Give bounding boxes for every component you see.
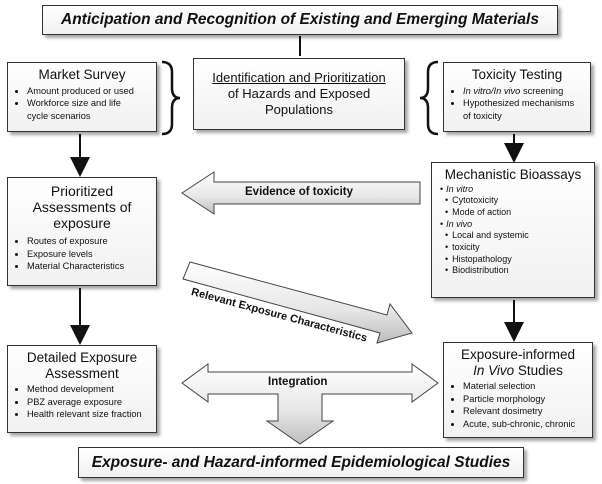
- mechanistic-list: In vitro: [438, 184, 588, 196]
- list-item: PBZ average exposure: [27, 396, 150, 409]
- list-item: Cytotoxicity: [452, 195, 588, 207]
- evidence-arrow: [181, 171, 421, 215]
- toxicity-testing-box: Toxicity Testing In vitro/In vivo screen…: [443, 62, 591, 132]
- relevant-exposure-arrow: [182, 261, 413, 344]
- integration-label: Integration: [268, 376, 328, 388]
- list-item: cycle scenarios: [27, 110, 91, 121]
- prioritized-title-line1: Prioritized: [50, 183, 114, 199]
- market-survey-list: Amount produced or used Workforce size a…: [14, 85, 150, 123]
- list-item: Local and systemic: [452, 230, 588, 242]
- market-survey-box: Market Survey Amount produced or used Wo…: [7, 62, 157, 132]
- bottom-title-box: Exposure- and Hazard-informed Epidemiolo…: [78, 447, 524, 478]
- studies-label: Studies: [514, 362, 563, 378]
- exposure-informed-title-line2: In Vivo Studies: [450, 363, 586, 379]
- exposure-informed-title-line1: Exposure-informed: [460, 347, 576, 362]
- prioritized-list: Routes of exposure Exposure levels Mater…: [14, 235, 150, 273]
- detailed-list: Method development PBZ average exposure …: [14, 383, 150, 421]
- list-item: Material Characteristics: [27, 260, 150, 273]
- in-vitro-in-vivo-label: In vitro/In vivo: [463, 85, 521, 96]
- right-brace: [419, 60, 439, 136]
- top-title: Anticipation and Recognition of Existing…: [61, 11, 539, 28]
- list-item: Mode of action: [452, 207, 588, 219]
- list-item: Acute, sub-chronic, chronic: [463, 418, 586, 431]
- toxicity-continuation: toxicity: [452, 241, 480, 252]
- list-item: Amount produced or used: [27, 85, 150, 98]
- market-survey-title: Market Survey: [38, 67, 126, 82]
- list-item: Workforce size and life: [27, 97, 150, 110]
- in-vivo-sublist: Local and systemic toxicity Histopatholo…: [438, 230, 588, 277]
- evidence-of-toxicity-label: Evidence of toxicity: [245, 186, 354, 198]
- screening-label: screening: [520, 85, 564, 96]
- list-item: Biodistribution: [452, 265, 588, 277]
- detailed-title-line2: Assessment: [45, 365, 119, 381]
- top-title-box: Anticipation and Recognition of Existing…: [42, 5, 558, 35]
- list-item: Exposure levels: [27, 248, 150, 261]
- integration-arrow: [181, 363, 439, 445]
- left-brace: [161, 60, 181, 136]
- list-item: Hypothesized mechanisms: [463, 97, 584, 110]
- in-vitro-label: In vitro: [446, 183, 474, 194]
- identification-box: Identification and Prioritization of Haz…: [193, 58, 405, 130]
- bottom-title: Exposure- and Hazard-informed Epidemiolo…: [91, 453, 511, 471]
- toxicity-testing-list: In vitro/In vivo screening Hypothesized …: [450, 85, 584, 123]
- identification-line3: Populations: [265, 102, 333, 118]
- prioritized-box: Prioritized Assessments of exposure Rout…: [7, 177, 157, 286]
- list-item: of toxicity: [463, 110, 502, 121]
- exposure-informed-list: Material selection Particle morphology R…: [450, 380, 586, 430]
- in-vivo-item: In vivo: [440, 219, 588, 231]
- in-vitro-item: In vitro: [440, 184, 588, 196]
- list-item: Histopathology: [452, 254, 588, 266]
- toxicity-testing-title: Toxicity Testing: [471, 67, 563, 82]
- mechanistic-box: Mechanistic Bioassays In vitro Cytotoxic…: [431, 162, 595, 298]
- in-vitro-sublist: Cytotoxicity Mode of action: [438, 195, 588, 218]
- list-item: Routes of exposure: [27, 235, 150, 248]
- list-item: Method development: [27, 383, 150, 396]
- list-item: In vitro/In vivo screening: [463, 85, 584, 98]
- prioritized-title-line3: exposure: [53, 215, 111, 232]
- list-item: Relevant dosimetry: [463, 405, 586, 418]
- mechanistic-title: Mechanistic Bioassays: [444, 167, 582, 182]
- identification-line2: of Hazards and Exposed: [227, 85, 371, 101]
- detailed-exposure-box: Detailed Exposure Assessment Method deve…: [7, 345, 157, 433]
- list-item: Material selection: [463, 380, 586, 393]
- mechanistic-list-2: In vivo: [438, 219, 588, 231]
- identification-line1: Identification and Prioritization: [212, 69, 386, 85]
- detailed-title-line1: Detailed Exposure: [26, 350, 138, 365]
- exposure-informed-box: Exposure-informed In Vivo Studies Materi…: [443, 342, 593, 438]
- list-item: Health relevant size fraction: [27, 408, 150, 421]
- list-item: toxicity: [452, 241, 588, 254]
- list-item: Particle morphology: [463, 393, 586, 406]
- prioritized-title-line2: Assessments of: [32, 199, 132, 216]
- in-vivo-title-label: In Vivo: [473, 362, 515, 378]
- in-vivo-label: In vivo: [446, 218, 473, 229]
